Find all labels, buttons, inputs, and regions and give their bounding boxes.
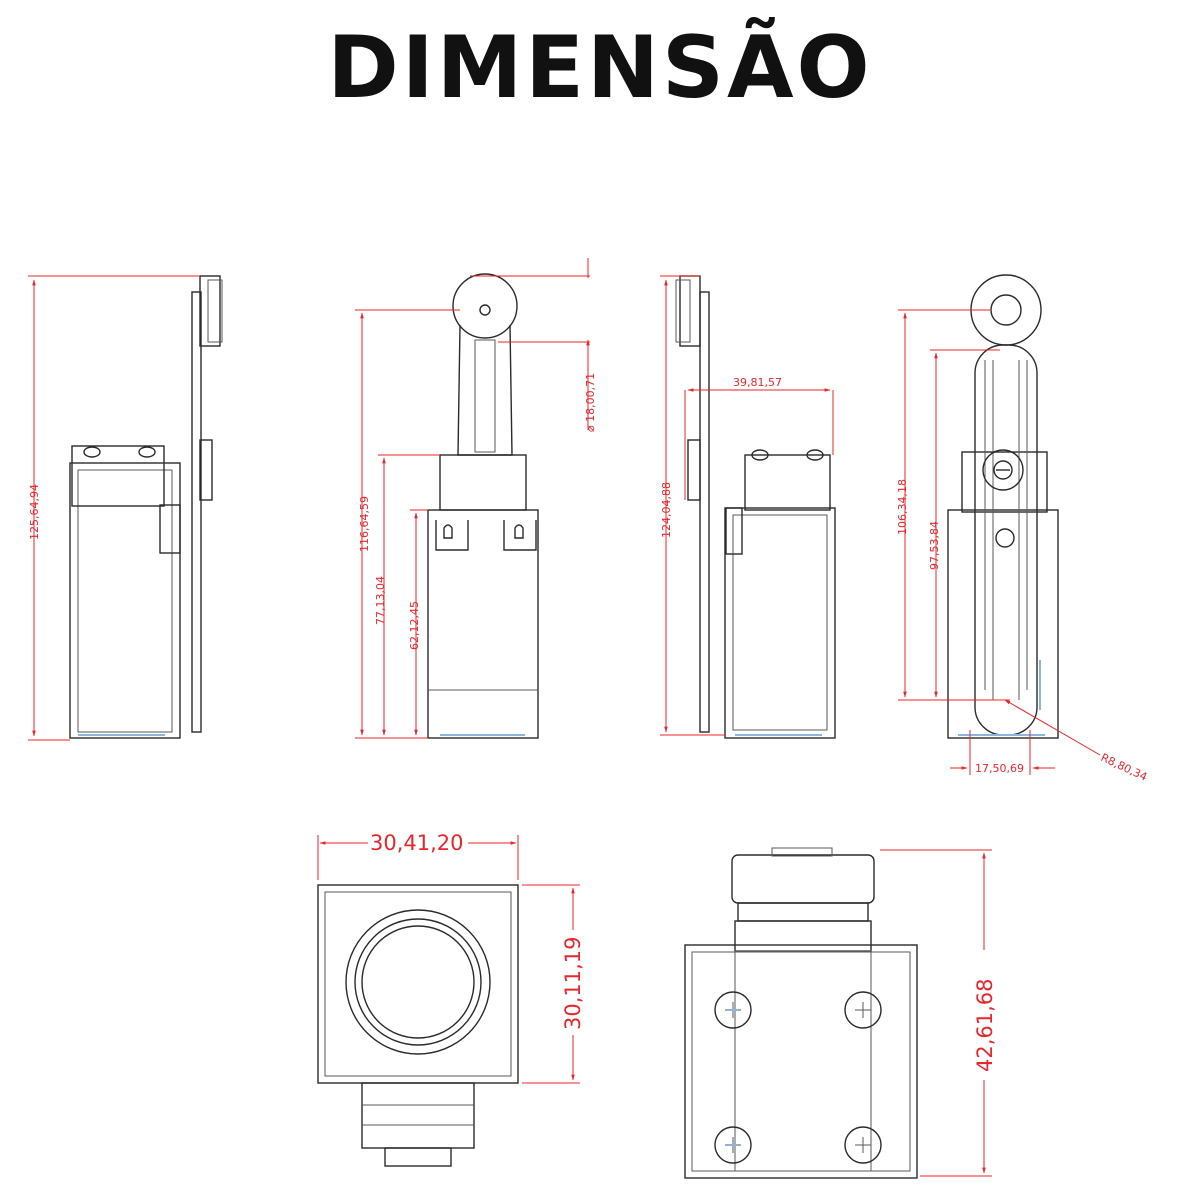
view-top: 30,41,20 30,11,19: [317, 831, 585, 1167]
dimension-label: 116,64,59: [358, 496, 371, 552]
dimension-label: 97,53,84: [928, 521, 941, 570]
page-title: DIMENSÃO: [327, 18, 873, 118]
dimension-label: R8,80,34: [1099, 751, 1149, 784]
view-lever: 106,34,18 97,53,84 17,50,69 R8,80,34: [896, 274, 1149, 784]
view-side-left: 125,64,94: [28, 275, 223, 741]
view-front: 116,64,59 77,13,04 62,12,45 ⌀ 18,00,71: [355, 258, 597, 739]
view-back: 42,61,68: [684, 847, 997, 1179]
dimension-label: 124,04,88: [660, 482, 673, 538]
dimension-label: 125,64,94: [28, 484, 41, 540]
view-side-right: 124,04,88 39,81,57: [660, 275, 836, 739]
dimension-label: 39,81,57: [733, 376, 782, 389]
dimension-label: 106,34,18: [896, 479, 909, 535]
dimension-label: 62,12,45: [408, 601, 421, 650]
dimension-label: ⌀ 18,00,71: [584, 373, 597, 432]
dimension-label: 42,61,68: [973, 978, 997, 1072]
dimension-label: 30,41,20: [370, 831, 464, 855]
dimension-label: 77,13,04: [374, 576, 387, 625]
dimension-label: 17,50,69: [975, 762, 1024, 775]
dimension-label: 30,11,19: [561, 936, 585, 1030]
